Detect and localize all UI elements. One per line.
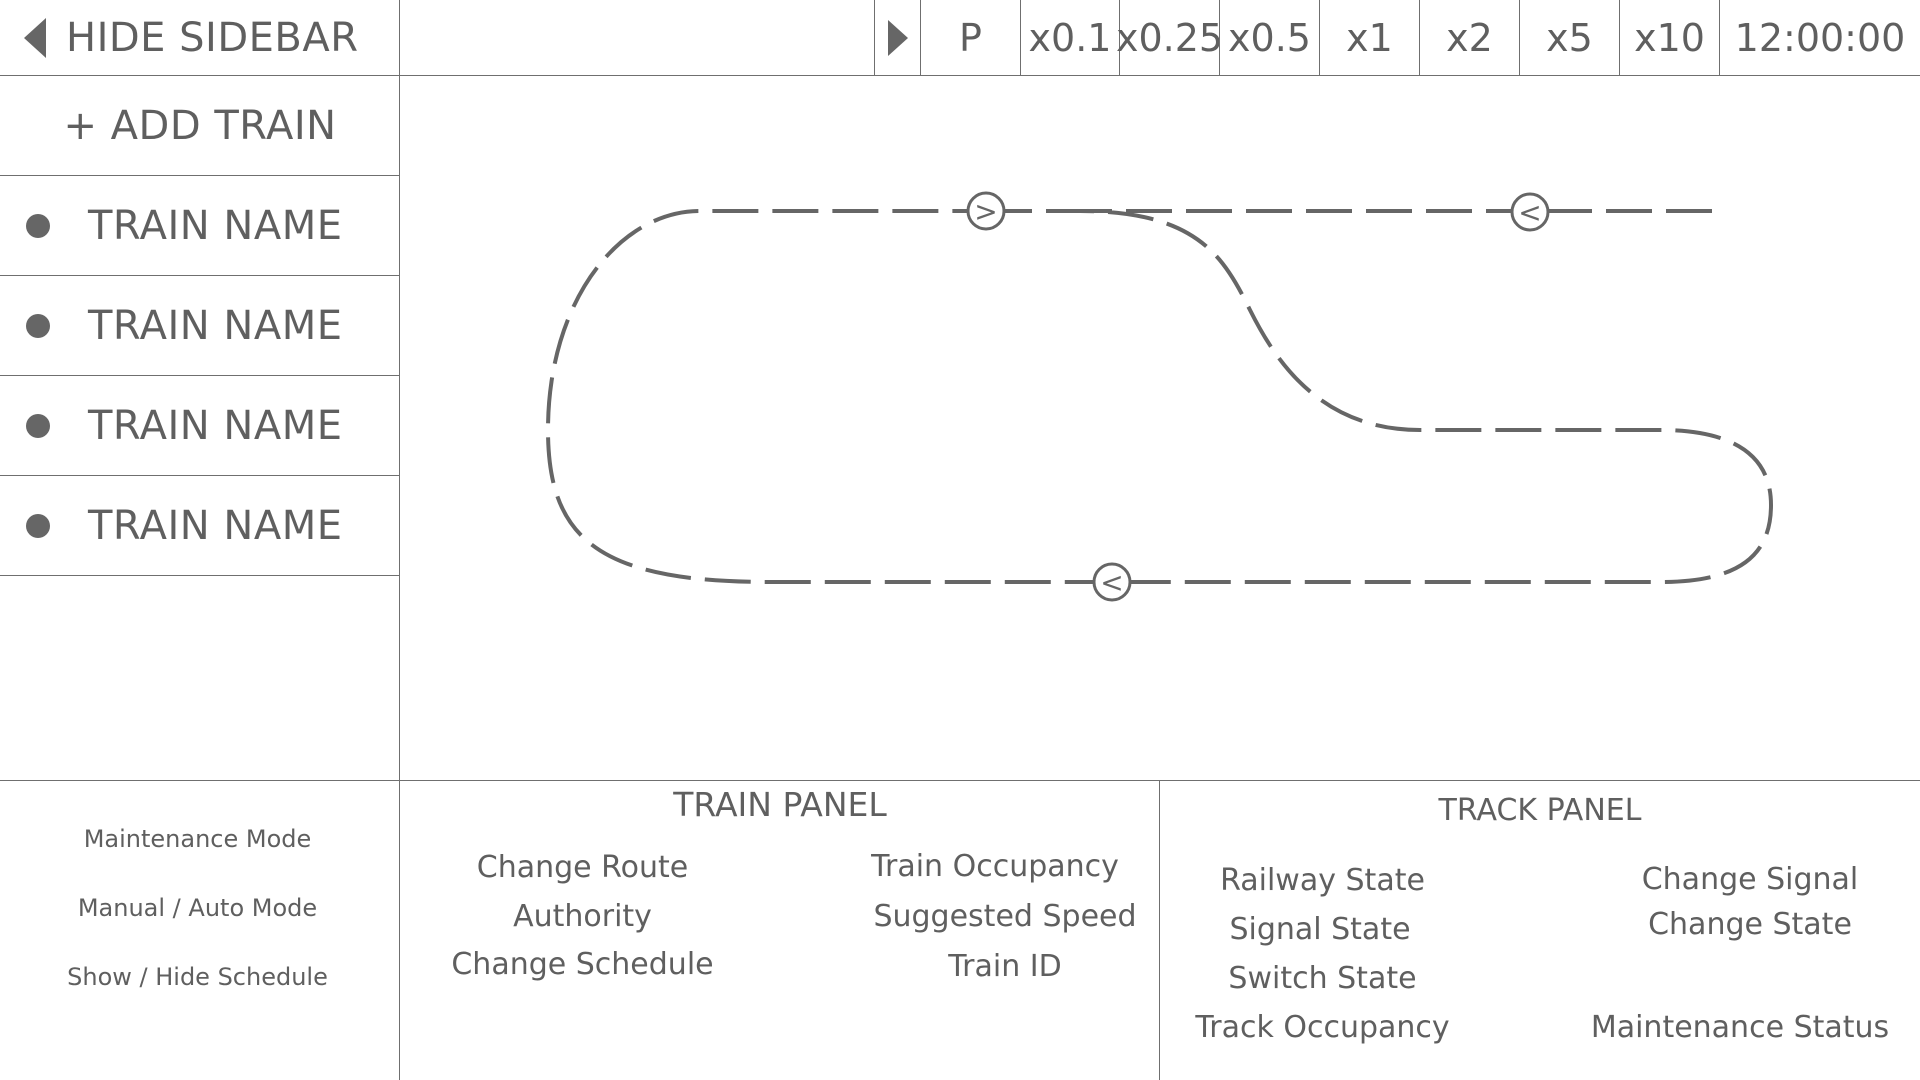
train-name: TRAIN NAME <box>88 202 343 249</box>
speed-button-0-1[interactable]: x0.1 <box>1020 0 1119 75</box>
track-main-loop <box>545 209 1774 584</box>
train-list-item[interactable]: TRAIN NAME <box>0 476 400 576</box>
change-route-button[interactable]: Change Route <box>476 850 689 885</box>
clock-display: 12:00:00 <box>1719 0 1920 75</box>
toolbar <box>400 0 1920 76</box>
triangle-right-icon <box>887 19 908 56</box>
maintenance-status-field: Maintenance Status <box>1590 1010 1890 1045</box>
show-hide-schedule-button[interactable]: Show / Hide Schedule <box>67 963 328 991</box>
train-list-item[interactable]: TRAIN NAME <box>0 176 400 276</box>
speed-button-5[interactable]: x5 <box>1519 0 1619 75</box>
track-panel-title: TRACK PANEL <box>1438 793 1642 828</box>
dot-icon <box>26 513 50 538</box>
speed-button-2[interactable]: x2 <box>1419 0 1519 75</box>
hide-sidebar-button[interactable]: HIDE SIDEBAR <box>0 0 400 76</box>
signal-circle-icon <box>1092 562 1132 602</box>
signal-state-field: Signal State <box>1229 912 1411 947</box>
hide-sidebar-label: HIDE SIDEBAR <box>66 14 359 61</box>
dot-icon <box>26 413 50 438</box>
add-train-label: + ADD TRAIN <box>63 102 337 149</box>
manual-auto-mode-button[interactable]: Manual / Auto Mode <box>77 894 318 922</box>
signal-circle-icon <box>1510 192 1550 232</box>
dot-icon <box>26 313 50 338</box>
change-state-button[interactable]: Change State <box>1648 907 1852 942</box>
train-panel-title: TRAIN PANEL <box>673 785 887 824</box>
speed-button-1[interactable]: x1 <box>1319 0 1419 75</box>
add-train-button[interactable]: + ADD TRAIN <box>0 76 400 176</box>
change-schedule-button[interactable]: Change Schedule <box>451 947 714 982</box>
train-name: TRAIN NAME <box>88 402 343 449</box>
suggested-speed-field[interactable]: Suggested Speed <box>873 899 1137 934</box>
train-list-item[interactable]: TRAIN NAME <box>0 276 400 376</box>
pause-button[interactable]: P <box>920 0 1020 75</box>
triangle-left-icon <box>24 17 46 58</box>
sidebar-divider <box>399 76 400 780</box>
change-signal-button[interactable]: Change Signal <box>1641 862 1859 897</box>
speed-button-0-5[interactable]: x0.5 <box>1219 0 1319 75</box>
train-name: TRAIN NAME <box>88 302 343 349</box>
signal-direction: < <box>1100 566 1123 599</box>
train-name: TRAIN NAME <box>88 502 343 549</box>
train-panel: TRAIN PANEL Change Route Authority Chang… <box>400 780 1160 1080</box>
track-map: > < < <box>545 191 1774 602</box>
signal-circle-icon <box>966 191 1006 231</box>
dot-icon <box>26 213 50 238</box>
track-occupancy-field: Track Occupancy <box>1195 1010 1450 1045</box>
signal-marker[interactable]: < <box>1510 192 1550 232</box>
maintenance-mode-button[interactable]: Maintenance Mode <box>83 825 312 853</box>
signal-direction: < <box>1518 196 1541 229</box>
speed-button-10[interactable]: x10 <box>1619 0 1719 75</box>
play-button[interactable] <box>874 0 920 75</box>
railway-state-field: Railway State <box>1220 863 1425 898</box>
track-panel: TRACK PANEL Railway State Signal State S… <box>1160 780 1920 1080</box>
speed-button-0-25[interactable]: x0.25 <box>1116 0 1223 75</box>
signal-marker[interactable]: < <box>1092 562 1132 602</box>
train-list-item[interactable]: TRAIN NAME <box>0 376 400 476</box>
switch-state-field: Switch State <box>1228 961 1417 996</box>
signal-marker[interactable]: > <box>966 191 1006 231</box>
authority-field[interactable]: Authority <box>513 899 652 934</box>
signal-direction: > <box>974 195 997 228</box>
mode-panel: Maintenance Mode Manual / Auto Mode Show… <box>0 780 400 1080</box>
train-occupancy-field: Train Occupancy <box>871 849 1119 884</box>
train-id-field: Train ID <box>948 949 1062 984</box>
